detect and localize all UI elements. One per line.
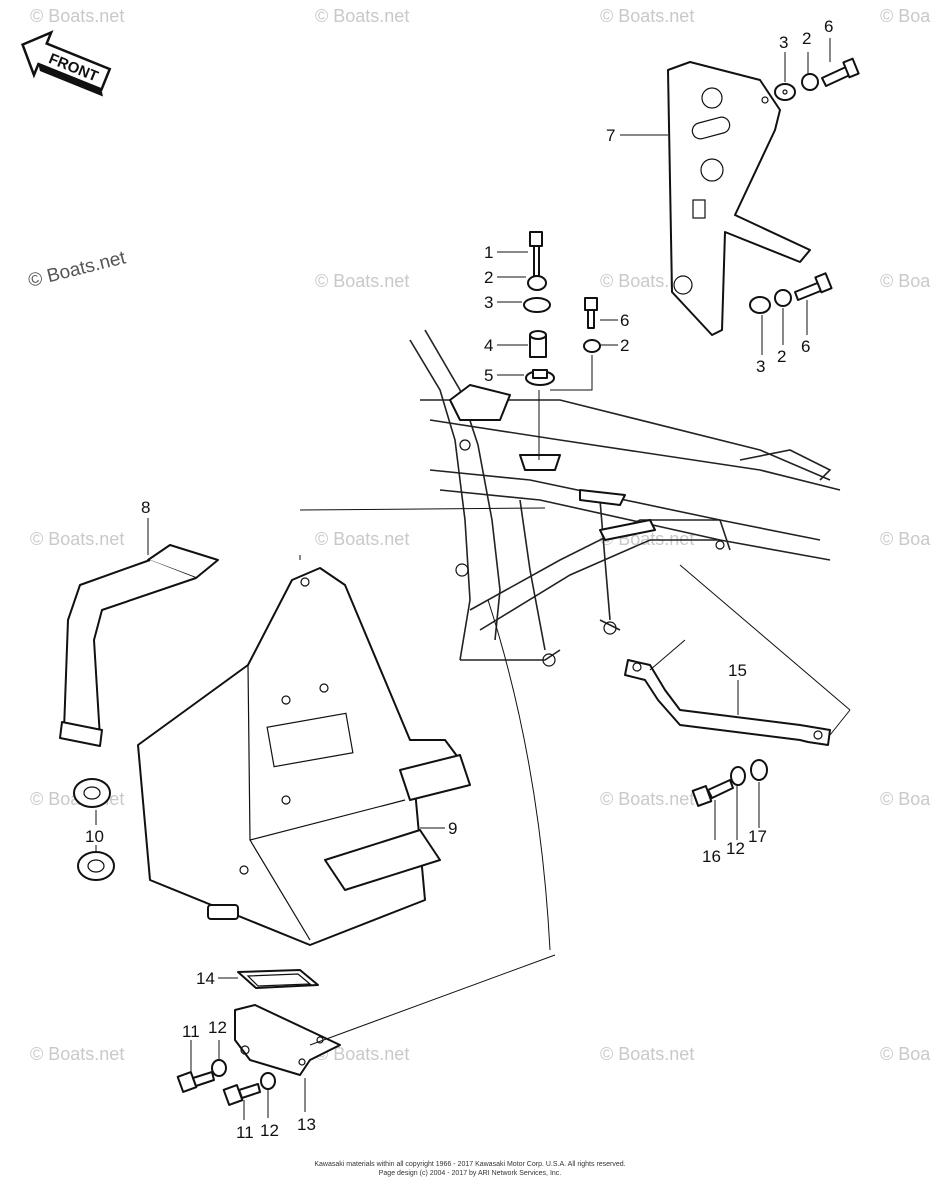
grommet-part-10 <box>73 778 115 881</box>
callout-6: 6 <box>620 311 629 330</box>
callout-16: 16 <box>702 847 721 866</box>
callout-3: 3 <box>779 33 788 52</box>
motorcycle-frame <box>409 329 841 667</box>
watermark: © Boa <box>880 271 931 291</box>
watermark: © Boats.net <box>30 529 124 549</box>
callout-10: 10 <box>85 827 104 846</box>
watermark: © Boa <box>880 529 931 549</box>
watermark: © Boats.net <box>600 1044 694 1064</box>
fastener-set-16-12-17 <box>691 759 768 807</box>
watermark: © Boats.net <box>30 6 124 26</box>
callout-11: 11 <box>236 1123 254 1142</box>
watermark: © Boats.net <box>26 247 128 292</box>
callout-12: 12 <box>260 1121 279 1140</box>
watermark: © Boa <box>880 1044 931 1064</box>
callout-1: 1 <box>484 243 493 262</box>
callout-2: 2 <box>620 336 629 355</box>
callout-12: 12 <box>208 1018 227 1037</box>
callout-14: 14 <box>196 969 215 988</box>
bracket-part-13 <box>234 1004 341 1076</box>
watermark: © Boats.net <box>315 1044 409 1064</box>
watermark: © Boats.net <box>600 789 694 809</box>
watermark: © Boats.net <box>315 6 409 26</box>
watermark: © Boats.net <box>315 271 409 291</box>
battery-strap-part-8 <box>59 544 219 747</box>
mount-stack-parts-1-5 <box>523 231 601 460</box>
callout-2: 2 <box>777 347 786 366</box>
watermark: © Boa <box>880 6 931 26</box>
callout-9: 9 <box>448 819 457 838</box>
stay-bar-part-15 <box>624 659 831 746</box>
callout-3: 3 <box>484 293 493 312</box>
watermark: © Boa <box>880 789 931 809</box>
callout-labels: 1 2 3 4 5 6 2 3 2 6 7 3 2 6 8 9 10 15 16… <box>85 17 833 1142</box>
callout-17: 17 <box>748 827 767 846</box>
callout-13: 13 <box>297 1115 316 1134</box>
callout-8: 8 <box>141 498 150 517</box>
callout-5: 5 <box>484 366 493 385</box>
side-bracket-part-7 <box>667 61 811 336</box>
battery-case-part-9 <box>137 567 471 946</box>
watermark: © Boats.net <box>315 529 409 549</box>
footer-copyright: Kawasaki materials within all copyright … <box>314 1161 625 1168</box>
callout-3: 3 <box>756 357 765 376</box>
plate-part-14 <box>237 969 319 989</box>
fastener-set-right <box>749 272 833 314</box>
callout-4: 4 <box>484 336 493 355</box>
callout-11: 11 <box>182 1022 200 1041</box>
footer-page-design: Page design (c) 2004 - 2017 by ARI Netwo… <box>379 1170 562 1177</box>
callout-6: 6 <box>801 337 810 356</box>
callout-12: 12 <box>726 839 745 858</box>
leader-lines <box>95 38 851 1120</box>
callout-6: 6 <box>824 17 833 36</box>
callout-15: 15 <box>728 661 747 680</box>
watermark: © Boats.net <box>30 1044 124 1064</box>
callout-2: 2 <box>484 268 493 287</box>
fastener-set-top <box>774 57 860 101</box>
front-arrow-icon: FRONT <box>20 30 112 97</box>
callout-2: 2 <box>802 29 811 48</box>
fastener-set-11-12 <box>176 1059 276 1106</box>
callout-7: 7 <box>606 126 615 145</box>
watermark: © Boats.net <box>600 6 694 26</box>
